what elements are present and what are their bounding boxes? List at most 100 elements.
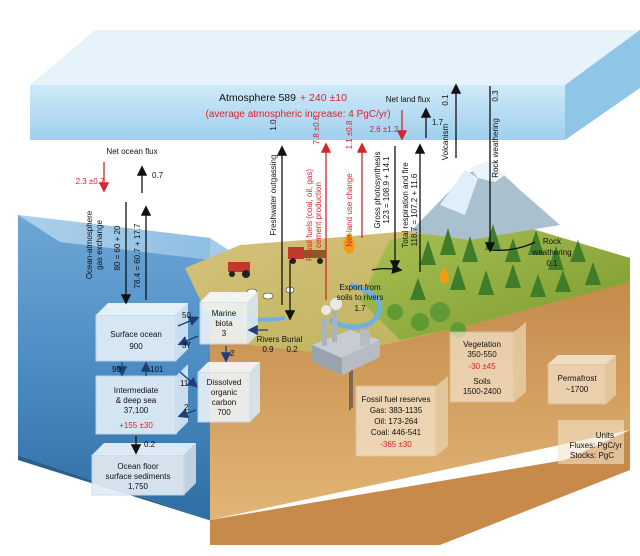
- rivers-label: Rivers: [257, 335, 280, 344]
- export-value: 1.7: [354, 304, 366, 313]
- vegetation-change: -30 ±45: [468, 362, 496, 371]
- biota-flux-out: 37: [182, 341, 191, 350]
- dissolved-flux-b: 2: [184, 403, 189, 412]
- marine-biota-box: [199, 292, 258, 345]
- mixing-down-value: 90: [112, 365, 121, 374]
- fire-icon: [343, 232, 449, 284]
- respiration-label-1: Total respiration and fire: [401, 162, 410, 248]
- photosynthesis-label-1: Gross photosynthesis: [373, 152, 382, 229]
- vegetation-value: 350-550: [467, 350, 497, 359]
- mixing-up-value: 101: [150, 365, 164, 374]
- intermediate-deep-sea-box: [95, 364, 188, 435]
- ocean-sediments-box: [91, 443, 196, 496]
- land-use-value: 1.1 ±0.8: [345, 120, 354, 149]
- marine-biota-value: 3: [222, 329, 227, 338]
- gas-exchange-label-1: Ocean-atmosphere: [85, 210, 94, 279]
- oil-well-icon: [349, 370, 353, 410]
- atmosphere-rate: (average atmospheric increase: 4 PgC/yr): [205, 109, 390, 120]
- intermediate-label-2: & deep sea: [116, 396, 157, 405]
- biota-out-arrow: [177, 335, 199, 346]
- intermediate-change: +155 ±30: [119, 421, 153, 430]
- fossil-reserves-title: Fossil fuel reserves: [362, 395, 431, 404]
- fossil-reserves-oil: Oil: 173-264: [374, 417, 418, 426]
- dissolved-label-1: Dissolved: [207, 378, 242, 387]
- soils-value: 1500-2400: [463, 387, 502, 396]
- intermediate-label-1: Intermediate: [114, 386, 159, 395]
- permafrost-label: Permafrost: [557, 374, 597, 383]
- photosynthesis-label-2: 123 = 108.9 + 14.1: [382, 156, 391, 224]
- marine-biota-label-1: Marine: [212, 309, 237, 318]
- surface-ocean-label: Surface ocean: [110, 330, 162, 339]
- respiration-label-2: 118.7 = 107.2 + 11.6: [410, 173, 419, 246]
- permafrost-box: [547, 355, 616, 405]
- fossil-reserves-gas: Gas: 383-1135: [370, 406, 423, 415]
- marine-biota-label-2: biota: [215, 319, 233, 328]
- dissolved-label-2: organic: [211, 388, 237, 397]
- net-land-flux-black: 1.7: [432, 118, 444, 127]
- sediment-flux-value: 0.2: [144, 440, 156, 449]
- burial-label: Burial: [282, 335, 303, 344]
- fossil-fuels-value: 7.8 ±0.6: [312, 115, 321, 144]
- dissolved-label-3: carbon: [212, 398, 236, 407]
- gas-exchange-down-value: 80 = 60 + 20: [113, 225, 122, 270]
- biota-flux-in: 50: [182, 311, 191, 320]
- fossil-reserves-box: [355, 376, 448, 457]
- net-ocean-flux-red: 2.3 ±0.7: [76, 177, 105, 186]
- export-label-2: soils to rivers: [337, 293, 384, 302]
- rock-weathering-value: 0.1: [546, 259, 558, 268]
- rivers-value: 0.9: [262, 345, 274, 354]
- net-ocean-flux-black: 0.7: [152, 171, 164, 180]
- dissolved-flux-c: 2: [230, 349, 235, 358]
- sediments-label-2: surface sediments: [106, 472, 171, 481]
- surface-ocean-box: [95, 303, 188, 362]
- rock-weathering-vertical-value: 0.3: [491, 90, 500, 102]
- freshwater-label: Freshwater outgassing: [269, 155, 278, 236]
- rock-weathering-vertical-label: Rock weathering: [491, 118, 500, 178]
- logging-truck-icon: [288, 247, 326, 264]
- fossil-fuels-label-2: cement production: [314, 182, 323, 248]
- power-plant-icon: [312, 298, 380, 375]
- export-label-1: Export from: [339, 283, 381, 292]
- units-legend: [558, 420, 624, 464]
- volcanism-value: 0.1: [441, 94, 450, 106]
- units-title: Units: [596, 431, 614, 440]
- dissolved-flux-a-arrow: [179, 371, 198, 388]
- farm-tractor-icon: [228, 262, 250, 278]
- soils-label: Soils: [473, 377, 490, 386]
- units-stocks: Stocks: PgC: [570, 451, 614, 460]
- export-rivers-arrow: [371, 263, 403, 274]
- rock-weathering-label-2: weathering: [531, 248, 571, 257]
- burial-value: 0.2: [286, 345, 298, 354]
- net-ocean-flux-title: Net ocean flux: [106, 147, 157, 156]
- sediments-label-1: Ocean floor: [117, 462, 159, 471]
- net-land-flux-title: Net land flux: [386, 95, 430, 104]
- fossil-reserves-coal: Coal: 446-541: [371, 428, 422, 437]
- gas-exchange-label-2: gas exchange: [95, 220, 104, 270]
- net-land-flux-red: 2.6 ±1.2: [370, 125, 399, 134]
- volcanism-label: Volcanism: [441, 123, 450, 160]
- vegetation-label: Vegetation: [463, 340, 501, 349]
- land-use-label: Net land use change: [345, 173, 354, 247]
- sediments-value: 1,750: [128, 482, 149, 491]
- surface-ocean-value: 900: [129, 342, 143, 351]
- dissolved-carbon-box: [197, 362, 260, 423]
- fossil-fuels-label-1: Fossil fuels (coal, oil, gas): [305, 169, 314, 261]
- intermediate-value: 37,100: [124, 406, 149, 415]
- dissolved-flux-b-arrow: [177, 408, 197, 419]
- vegetation-soils-box: [449, 322, 526, 403]
- units-fluxes: Fluxes: PgC/yr: [570, 441, 623, 450]
- gas-exchange-up-value: 78.4 = 60.7 + 17.7: [133, 223, 142, 288]
- fossil-reserves-change: -365 ±30: [380, 440, 412, 449]
- atmosphere-increase: + 240 ±10: [300, 92, 347, 104]
- permafrost-value: ~1700: [566, 385, 589, 394]
- dissolved-flux-a: 11: [180, 379, 189, 388]
- flux-arrows: [98, 83, 536, 455]
- rock-weathering-label-1: Rock: [543, 237, 562, 246]
- atmosphere-band: [30, 30, 640, 140]
- dissolved-value: 700: [217, 408, 231, 417]
- biota-in-arrow: [177, 316, 200, 327]
- atmosphere-label: Atmosphere 589: [219, 92, 296, 104]
- freshwater-value: 1.0: [269, 119, 278, 131]
- rock-weathering-land-arrow: [489, 241, 536, 252]
